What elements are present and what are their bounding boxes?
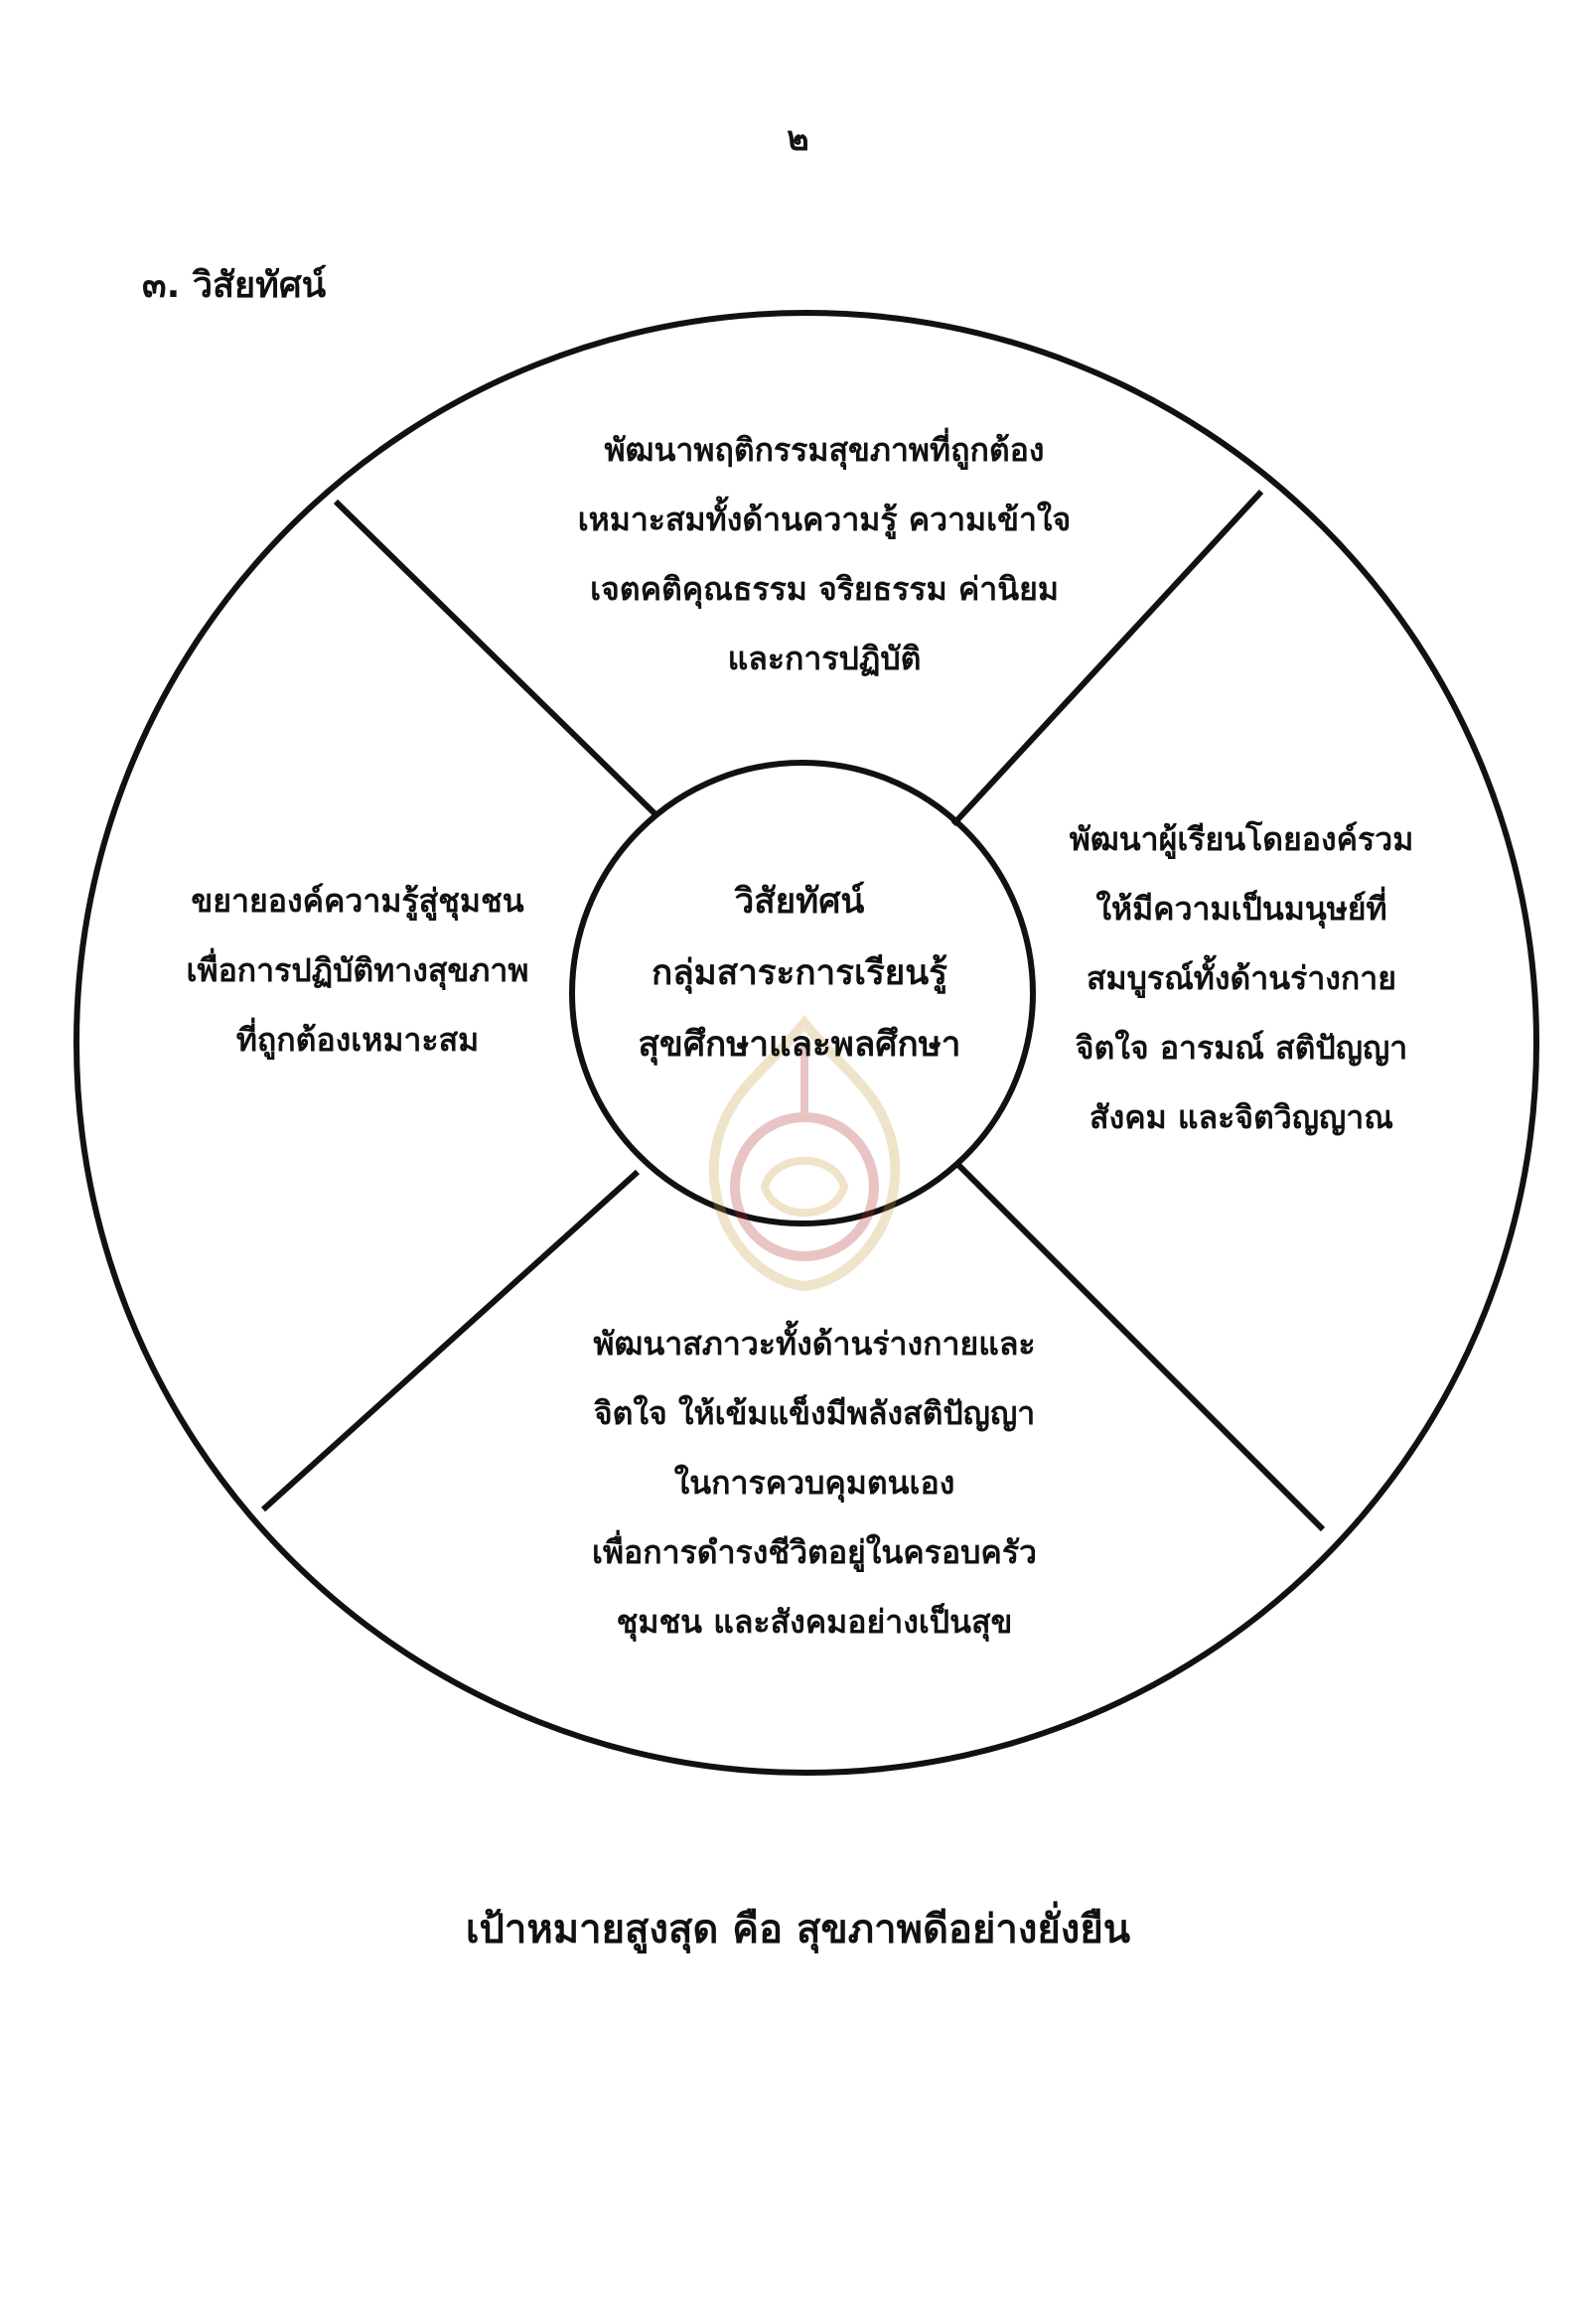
divider-top-right xyxy=(950,489,1264,827)
text-line: เจตคติคุณธรรม จริยธรรม ค่านิยม xyxy=(590,570,1059,608)
text-line: ที่ถูกต้องเหมาะสม xyxy=(235,1021,480,1059)
text-line: สมบูรณ์ทั้งด้านร่างกาย xyxy=(1086,959,1397,997)
page-number: ๒ xyxy=(787,119,809,159)
inner-circle xyxy=(569,760,1036,1226)
text-line: และการปฏิบัติ xyxy=(727,640,922,677)
center-vision-text: วิสัยทัศน์ กลุ่มสาระการเรียนรู้ สุขศึกษา… xyxy=(566,866,1033,1080)
text-line: ในการควบคุมตนเอง xyxy=(673,1464,955,1502)
divider-bottom-right xyxy=(952,1159,1326,1532)
divider-bottom-left xyxy=(260,1169,641,1512)
text-line: พัฒนาสภาวะทั้งด้านร่างกายและ xyxy=(593,1325,1036,1363)
text-line: พัฒนาพฤติกรรมสุขภาพที่ถูกต้อง xyxy=(604,431,1045,469)
quadrant-right-text: พัฒนาผู้เรียนโดยองค์รวม ให้มีความเป็นมนุ… xyxy=(1043,804,1440,1152)
text-line: ให้มีความเป็นมนุษย์ที่ xyxy=(1095,890,1387,928)
goal-statement: เป้าหมายสูงสุด คือ สุขภาพดีอย่างยั่งยืน xyxy=(465,1907,1131,1952)
outer-circle xyxy=(73,310,1539,1776)
quadrant-left-text: ขยายองค์ความรู้สู่ชุมชน เพื่อการปฏิบัติท… xyxy=(149,866,566,1075)
text-line: พัฒนาผู้เรียนโดยองค์รวม xyxy=(1069,820,1414,858)
divider-top-left xyxy=(333,499,658,817)
text-line: วิสัยทัศน์ xyxy=(734,882,865,922)
text-line: กลุ่มสาระการเรียนรู้ xyxy=(652,953,947,993)
text-line: ชุมชน และสังคมอย่างเป็นสุข xyxy=(616,1603,1013,1641)
text-line: เพื่อการปฏิบัติทางสุขภาพ xyxy=(186,951,529,989)
text-line: จิตใจ อารมณ์ สติปัญญา xyxy=(1075,1029,1408,1067)
text-line: สังคม และจิตวิญญาณ xyxy=(1089,1098,1393,1136)
text-line: เหมาะสมทั้งด้านความรู้ ความเข้าใจ xyxy=(577,501,1072,538)
text-line: เพื่อการดำรงชีวิตอยู่ในครอบครัว xyxy=(592,1533,1037,1571)
text-line: ขยายองค์ความรู้สู่ชุมชน xyxy=(191,882,524,920)
text-line: สุขศึกษาและพลศึกษา xyxy=(638,1025,961,1065)
text-line: จิตใจ ให้เข้มแข็งมีพลังสติปัญญา xyxy=(593,1394,1036,1432)
quadrant-top-text: พัฒนาพฤติกรรมสุขภาพที่ถูกต้อง เหมาะสมทั้… xyxy=(516,415,1132,693)
quadrant-bottom-text: พัฒนาสภาวะทั้งด้านร่างกายและ จิตใจ ให้เข… xyxy=(536,1309,1092,1656)
emblem-watermark-icon xyxy=(708,1014,901,1292)
section-heading: ๓. วิสัยทัศน์ xyxy=(142,265,327,306)
